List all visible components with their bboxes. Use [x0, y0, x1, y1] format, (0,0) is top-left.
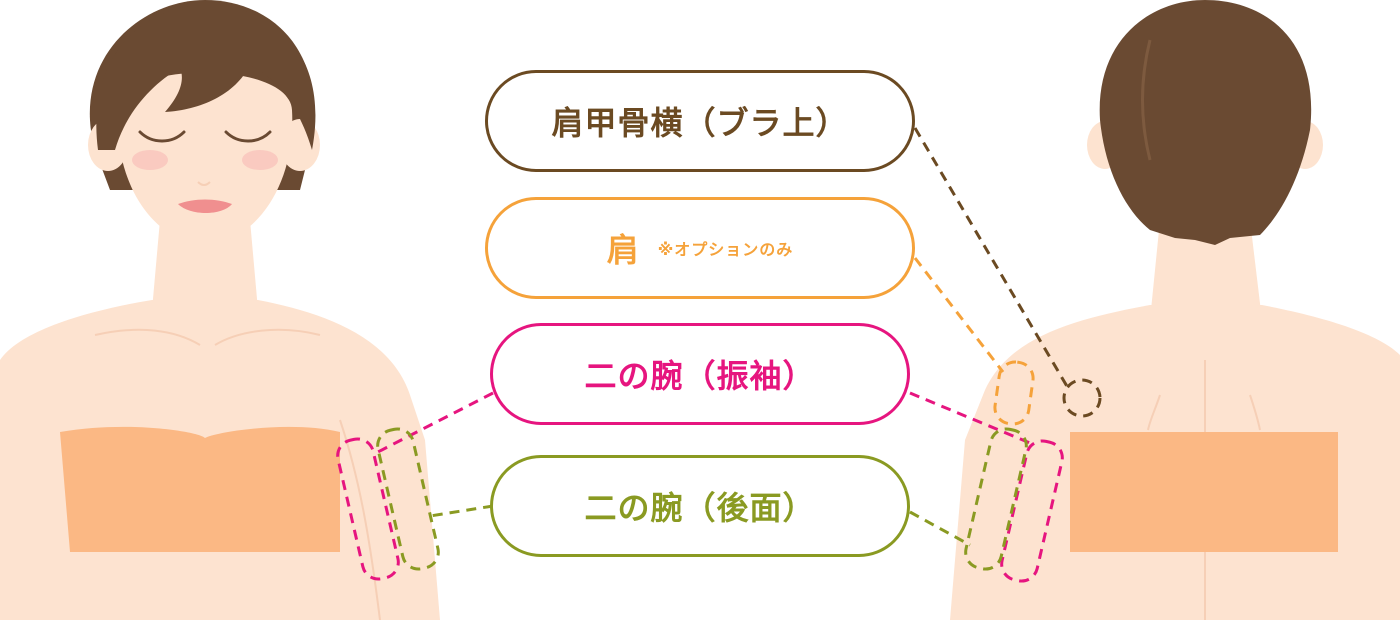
front-face	[117, 72, 293, 246]
front-eye-left	[138, 130, 186, 143]
back-shoulder-blade-left	[1147, 394, 1161, 431]
front-lips	[178, 199, 232, 213]
label-upper-arm-back-text: 二の腕（後面）	[584, 489, 816, 527]
front-eye-right	[224, 130, 272, 143]
connector-scapula-side	[913, 127, 1070, 389]
back-shoulder-blade-right	[1249, 394, 1261, 431]
front-collarbone-left	[94, 328, 201, 346]
front-collarbone-right	[214, 328, 321, 346]
label-shoulder-text: 肩	[606, 231, 640, 269]
label-shoulder: 肩 ※オプションのみ	[485, 197, 915, 299]
zone-back-back	[964, 427, 1028, 571]
front-nose	[197, 181, 211, 186]
connector-back-right	[909, 510, 971, 547]
zone-back-front	[376, 427, 440, 571]
connector-back-left	[429, 504, 494, 518]
zone-shoulder	[993, 360, 1035, 426]
zone-sleeve-front	[336, 437, 400, 581]
label-scapula-side: 肩甲骨横（ブラ上）	[485, 70, 915, 172]
back-neck	[1150, 220, 1262, 320]
label-upper-arm-sleeve: 二の腕（振袖）	[490, 323, 910, 425]
markers	[336, 127, 1102, 583]
front-figure	[0, 0, 440, 620]
front-tube-top	[60, 426, 340, 552]
front-hair-fringe	[96, 5, 316, 150]
label-scapula-side-text: 肩甲骨横（ブラ上）	[551, 104, 849, 142]
connector-shoulder	[913, 257, 1005, 373]
connector-sleeve-left	[371, 391, 494, 457]
label-upper-arm-back: 二の腕（後面）	[490, 455, 910, 557]
label-shoulder-note: ※オプションのみ	[657, 240, 794, 259]
label-upper-arm-sleeve-text: 二の腕（振袖）	[584, 357, 816, 395]
connector-sleeve-right	[909, 391, 1031, 445]
front-neck	[152, 220, 258, 310]
zone-scapula-side	[1062, 378, 1102, 418]
front-cheek-right	[242, 150, 278, 170]
back-figure	[950, 0, 1400, 620]
front-cheek-left	[132, 150, 168, 170]
back-hair	[1099, 0, 1312, 245]
back-hair-highlight	[1141, 39, 1152, 161]
back-tube-top	[1070, 432, 1338, 552]
zone-sleeve-back	[1000, 439, 1064, 583]
